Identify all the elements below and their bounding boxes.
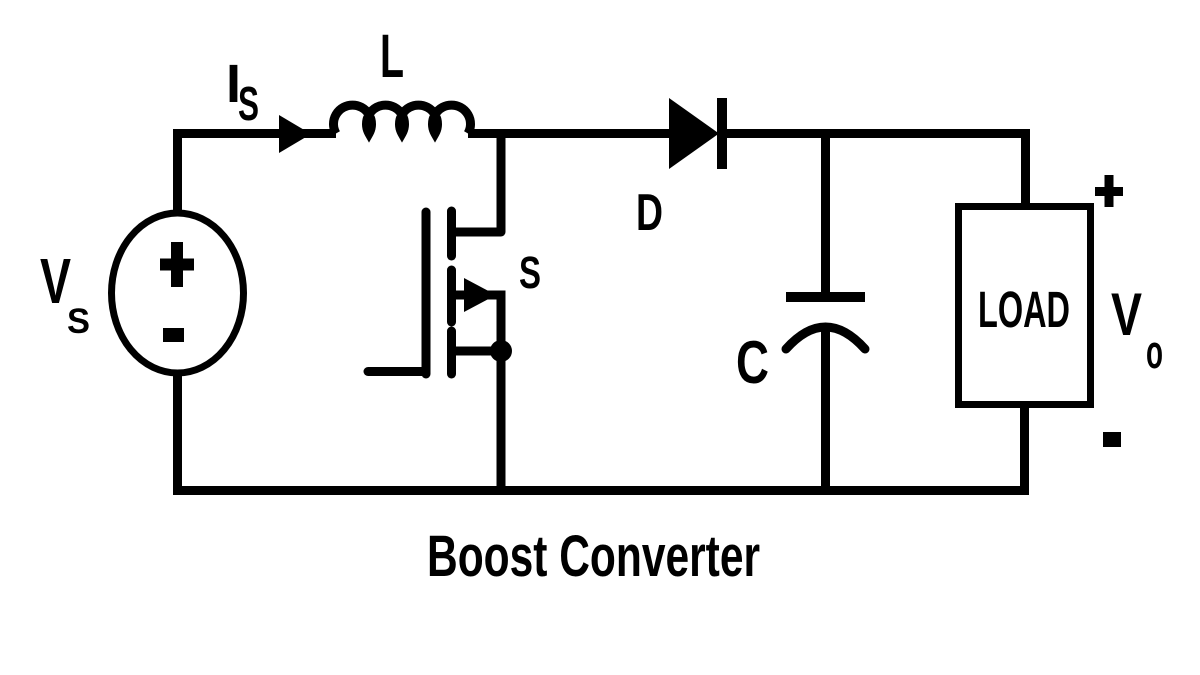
diode-triangle: [669, 98, 719, 169]
load-symbol: LOAD: [955, 203, 1094, 408]
voltage-source-ellipse: [108, 209, 247, 377]
diagram-title: Boost Converter: [427, 524, 760, 589]
voltage-source-symbol: [108, 209, 247, 377]
capacitor-label: C: [736, 329, 769, 396]
load-box: [955, 203, 1094, 408]
capacitor-curved-plate: [781, 322, 870, 354]
source-current-subscript: S: [238, 78, 259, 131]
source-current-label: I: [226, 54, 241, 114]
output-plus-icon: [1095, 175, 1123, 207]
inductor-label: L: [380, 22, 404, 90]
wire-source-to-inductor: [173, 129, 336, 216]
output-voltage-subscript: o: [1146, 325, 1163, 378]
diode-label: D: [636, 184, 663, 242]
plus-icon: [160, 242, 194, 287]
mosfet-source-junction-dot: [490, 340, 512, 362]
wires: [173, 129, 1030, 495]
minus-icon: [163, 328, 184, 342]
capacitor-symbol: [781, 292, 870, 354]
switch-label: S: [519, 247, 541, 298]
inductor-symbol: [329, 100, 475, 143]
current-arrow-icon: [279, 115, 311, 153]
load-label: LOAD: [978, 281, 1070, 338]
mosfet-body-arrow-icon: [464, 278, 496, 312]
output-minus-icon: [1103, 432, 1121, 447]
labels: V S I S L S D C V o Boost Converter: [40, 22, 1163, 589]
wire-diode-to-load: [719, 129, 1030, 208]
output-voltage-label: V: [1111, 281, 1142, 348]
source-voltage-label: V: [40, 245, 71, 317]
diode-symbol: [669, 98, 727, 169]
source-voltage-subscript: S: [67, 302, 90, 341]
mosfet-symbol: [363, 206, 512, 379]
wire-bottom-rail: [173, 371, 1029, 495]
